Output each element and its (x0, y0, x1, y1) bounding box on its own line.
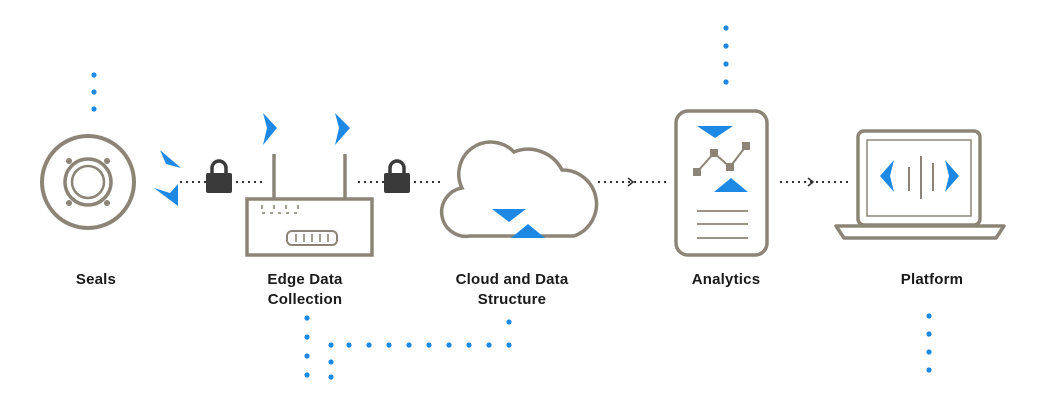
down-chevron-icon (697, 126, 733, 138)
stage-label-seals: Seals (46, 270, 146, 290)
code-left-chevron-icon (880, 160, 894, 192)
stage-label-line: Structure (477, 291, 547, 308)
arrowhead-to-analytics (627, 177, 635, 187)
lock-icon (384, 159, 410, 193)
stage-label-edge: Edge Data Collection (235, 270, 375, 310)
connector-arrowheads (627, 177, 815, 187)
up-chevron-icon (714, 178, 748, 192)
analytics-uplink-dots (723, 25, 729, 85)
stage-label-line: Edge Data (267, 271, 343, 288)
cloud-icon (440, 140, 599, 239)
stage-label-line: Cloud and Data (455, 271, 569, 288)
lock-icon (206, 159, 232, 193)
edge-cloud-downlink-dots (304, 315, 512, 380)
seals-uplink-dots (91, 72, 97, 112)
router-icon (245, 154, 374, 257)
stage-label-line: Analytics (691, 271, 761, 288)
stage-label-analytics: Analytics (666, 270, 786, 290)
laptop-code-icon (834, 129, 1006, 240)
stage-label-line: Collection (267, 291, 343, 308)
phone-chart-icon (674, 109, 769, 257)
stage-label-platform: Platform (872, 270, 992, 290)
seal-ring-icon (40, 134, 136, 230)
network-links (91, 25, 932, 380)
wireless-signal-icon (154, 150, 181, 206)
stage-label-line: Seals (75, 271, 117, 288)
antenna-signal-icon (263, 113, 350, 145)
stage-label-cloud: Cloud and Data Structure (432, 270, 592, 310)
download-chevron-icon (492, 209, 526, 222)
upload-chevron-icon (511, 224, 545, 238)
arrowhead-to-platform (807, 177, 815, 187)
code-right-chevron-icon (945, 160, 959, 192)
platform-downlink-dots (926, 313, 932, 373)
stage-label-line: Platform (900, 271, 964, 288)
